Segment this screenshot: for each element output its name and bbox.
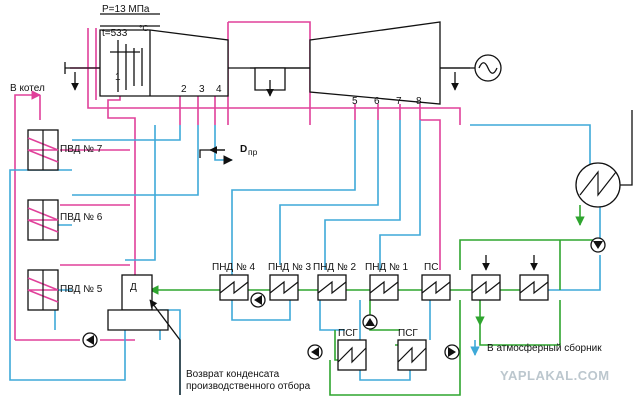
extraction-3: 3 (199, 84, 205, 95)
pump-icon (590, 237, 606, 253)
pnd4-label: ПНД № 4 (212, 262, 255, 273)
d-pr-sub-label: пр (248, 147, 258, 157)
d-pr-inlet: D пр (199, 144, 258, 158)
extraction-7: 7 (396, 96, 402, 107)
pvd-7-heater: ПВД № 7 (27, 129, 103, 171)
extraction-4: 4 (216, 84, 222, 95)
psg-right-label: ПСГ (398, 328, 418, 339)
extraction-numbers: 1 2 3 4 5 6 7 8 (115, 72, 422, 107)
extraction-1: 1 (115, 72, 121, 83)
extraction-8: 8 (416, 96, 422, 107)
psg-right-heater: ПСГ (397, 328, 427, 371)
ps-label: ПС (424, 262, 438, 273)
pump-icon (250, 292, 266, 308)
extraction-2: 2 (181, 84, 187, 95)
psg-left-heater: ПСГ (337, 328, 367, 371)
watermark: YAPLAKAL.COM (500, 368, 610, 383)
pnd-4-heater: ПНД № 4 (212, 262, 255, 301)
pnd-2-heater: ПНД № 2 (313, 262, 356, 301)
pvd6-label: ПВД № 6 (60, 212, 103, 223)
extraction-6: 6 (374, 96, 380, 107)
generator-icon (474, 54, 502, 82)
condenser-icon (575, 110, 633, 208)
pump-icon (82, 332, 98, 348)
extraction-5: 5 (352, 96, 358, 107)
pnd2-label: ПНД № 2 (313, 262, 356, 273)
steam-parameters: P=13 МПа t=533 °C (100, 4, 160, 39)
pvd-6-heater: ПВД № 6 (27, 199, 103, 241)
temperature-label: t=533 (102, 28, 128, 39)
condensate-return-line2: производственного отбора (186, 380, 311, 392)
deaerator: Д (107, 274, 169, 331)
deaerator-label: Д (130, 282, 137, 293)
to-atm-collector-label: В атмосферный сборник (487, 342, 602, 354)
d-pr-label: D (240, 144, 247, 155)
pump-icon (444, 344, 460, 360)
turbine (64, 21, 475, 105)
pvd5-label: ПВД № 5 (60, 284, 103, 295)
ps-heater: ПС (421, 262, 451, 301)
pvd7-label: ПВД № 7 (60, 144, 103, 155)
pressure-label: P=13 МПа (102, 4, 150, 15)
steam-lines (14, 21, 461, 341)
peak-heater-1 (471, 255, 501, 301)
pump-icon (362, 314, 378, 330)
temperature-unit-label: °C (139, 23, 149, 33)
peak-heater-2 (519, 255, 549, 301)
pnd3-label: ПНД № 3 (268, 262, 311, 273)
pnd-3-heater: ПНД № 3 (268, 262, 311, 301)
pump-icon (307, 344, 323, 360)
pnd-1-heater: ПНД № 1 (365, 262, 408, 301)
to-boiler-label: В котел (10, 83, 45, 94)
pvd-5-heater: ПВД № 5 (27, 269, 103, 311)
condensate-return-line1: Возврат конденсата (186, 369, 280, 380)
pnd1-label: ПНД № 1 (365, 262, 408, 273)
psg-left-label: ПСГ (338, 328, 358, 339)
